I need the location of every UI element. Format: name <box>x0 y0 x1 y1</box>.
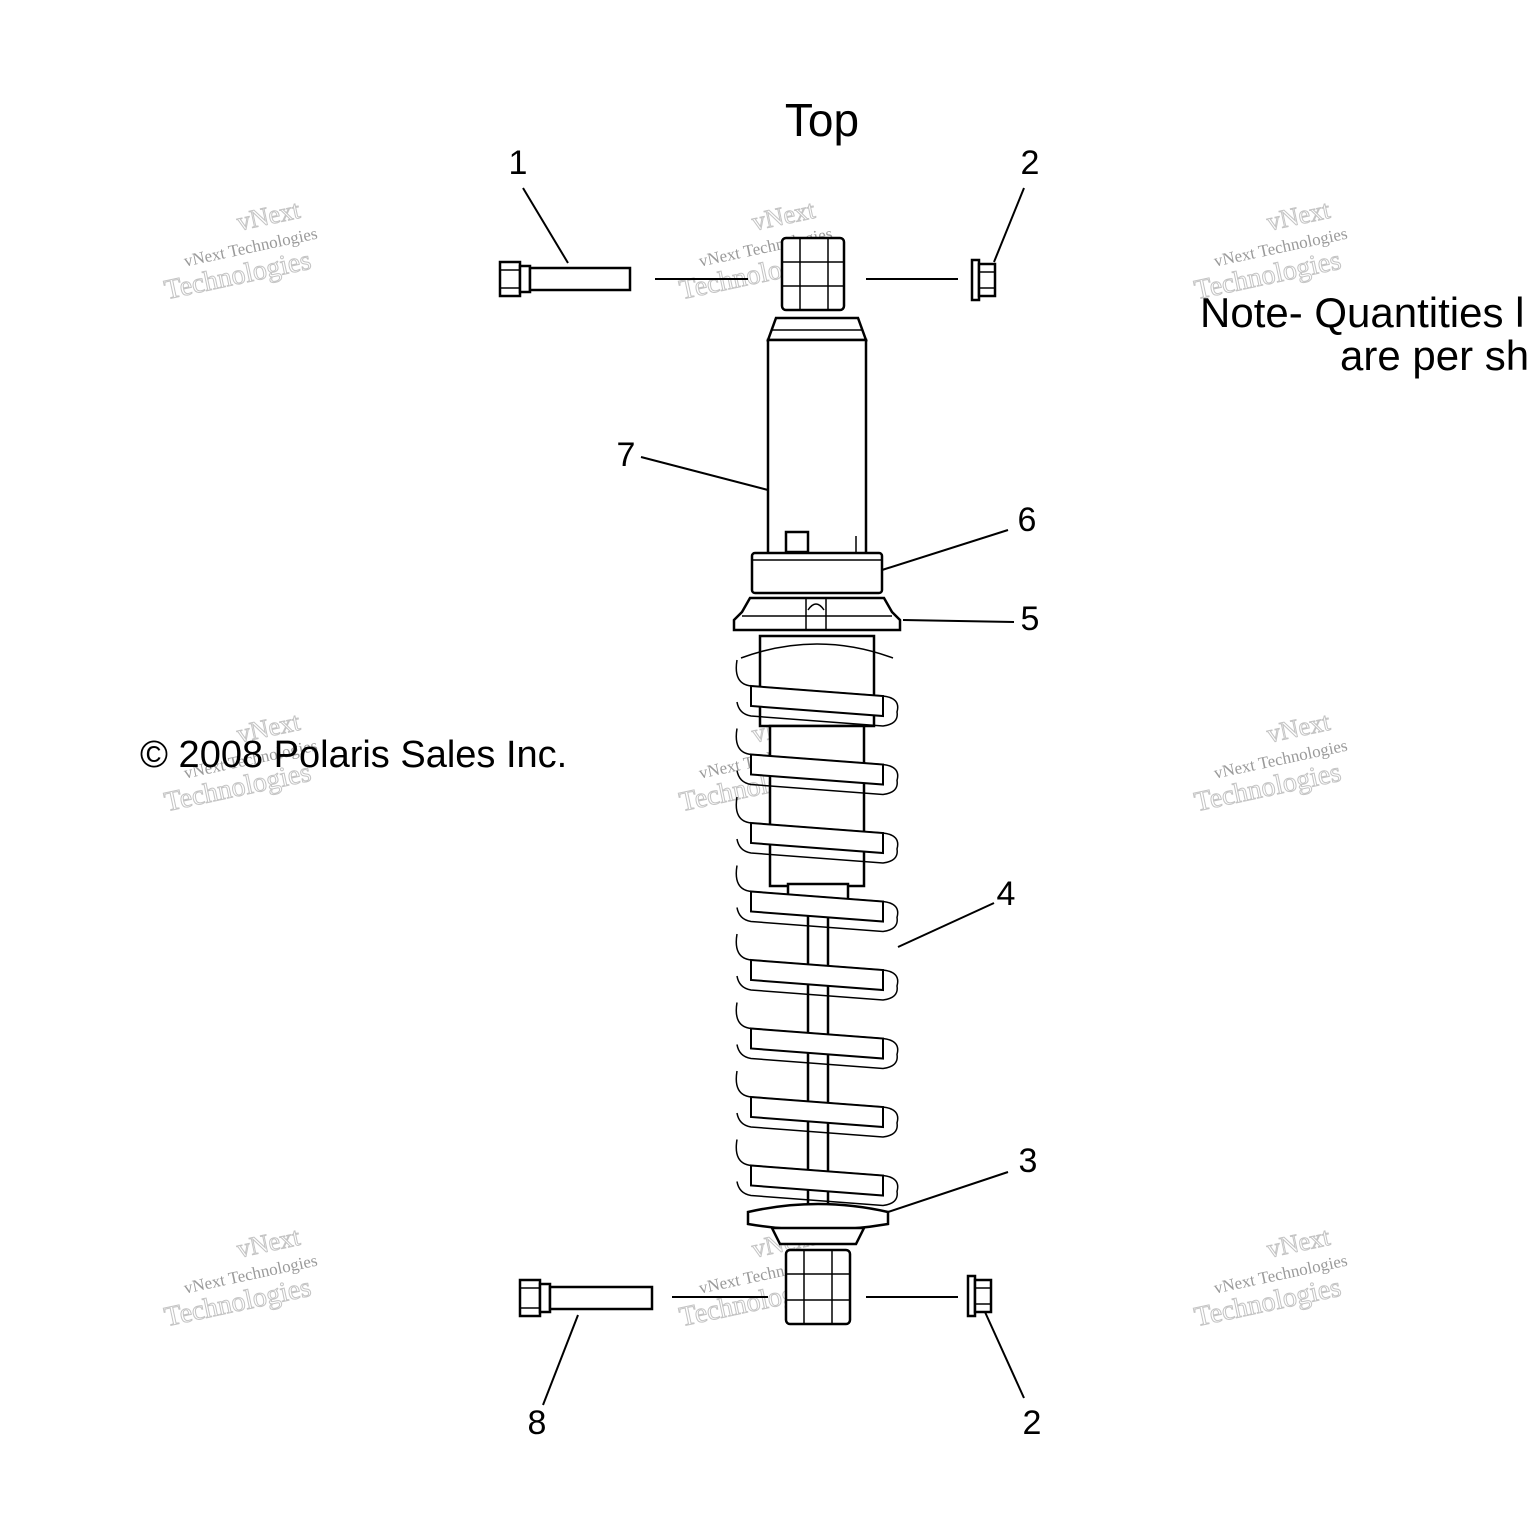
spring-coil-band <box>750 1095 884 1129</box>
spring-coil-band <box>750 753 884 786</box>
watermark: vNext vNext Technologies Technologies <box>1191 194 1349 306</box>
shock-bottom-eyelet <box>784 1248 852 1326</box>
callout-7: 7 <box>617 436 636 474</box>
bolt-shank <box>548 1285 654 1311</box>
inner-lower-body <box>768 724 866 888</box>
part-4-coil-spring <box>735 643 899 1207</box>
bolt-head <box>518 1278 542 1318</box>
spring-coil-band <box>750 958 884 992</box>
spring-coil-band <box>750 1164 884 1197</box>
bolt-head <box>498 260 522 298</box>
spring-coil-outline <box>735 1002 899 1070</box>
leader-line-1 <box>522 187 569 264</box>
callout-2-top: 2 <box>1021 144 1040 182</box>
part-5-spring-retainer <box>732 596 902 632</box>
leader-line-4 <box>897 902 995 948</box>
callout-3: 3 <box>1019 1142 1038 1180</box>
spring-coil-band <box>750 1027 884 1060</box>
note-text-line1: Note- Quantities l <box>1200 289 1524 336</box>
part-2-top-nut <box>970 258 997 302</box>
leader-lines <box>522 187 1025 1406</box>
spring-top-end <box>740 643 894 659</box>
leader-line-8 <box>542 1314 579 1406</box>
spring-coil-outline <box>735 728 899 796</box>
leader-line-6 <box>881 529 1009 571</box>
watermark: vNext vNext Technologies Technologies <box>1191 1221 1349 1333</box>
spring-coil-outline <box>735 796 899 864</box>
spring-coil-outline <box>735 659 899 727</box>
part-8-bottom-bolt <box>518 1278 654 1318</box>
leader-line-5 <box>902 619 1015 623</box>
part-1-top-bolt <box>498 260 632 298</box>
diagram-title: Top <box>785 94 859 146</box>
callout-4: 4 <box>997 875 1016 913</box>
spring-coil-band <box>750 890 884 923</box>
note-text-line2: are per sh <box>1340 332 1529 379</box>
spring-coil-band <box>750 684 884 718</box>
part-6-adjuster-ring <box>750 551 884 595</box>
spring-coil-outline <box>735 1139 899 1207</box>
leader-line-7 <box>640 456 769 491</box>
copyright-text: © 2008 Polaris Sales Inc. <box>140 734 567 776</box>
part-7-shock-body <box>766 236 868 557</box>
body-cap <box>766 316 868 342</box>
leader-line-2-bottom <box>984 1311 1025 1399</box>
spring-coil-outline <box>735 865 899 933</box>
callout-2-bottom: 2 <box>1023 1404 1042 1442</box>
callout-1: 1 <box>509 144 528 182</box>
leader-line-2-top <box>993 187 1025 263</box>
watermark: vNext vNext Technologies Technologies <box>161 194 319 306</box>
part-2-bottom-nut <box>966 1274 993 1318</box>
spring-coil-outline <box>735 1070 899 1138</box>
part-3-lower-spring-seat <box>746 1202 890 1246</box>
top-eyelet <box>780 236 846 312</box>
body-cylinder <box>766 338 868 557</box>
watermark: vNext vNext Technologies Technologies <box>1191 706 1349 818</box>
watermark: vNext vNext Technologies Technologies <box>161 1221 319 1333</box>
bolt-shank <box>528 266 632 292</box>
spring-coil-outline <box>735 933 899 1001</box>
callout-6: 6 <box>1018 501 1037 539</box>
callout-5: 5 <box>1021 600 1040 638</box>
spring-coil-band <box>750 821 884 855</box>
callout-8: 8 <box>528 1404 547 1442</box>
